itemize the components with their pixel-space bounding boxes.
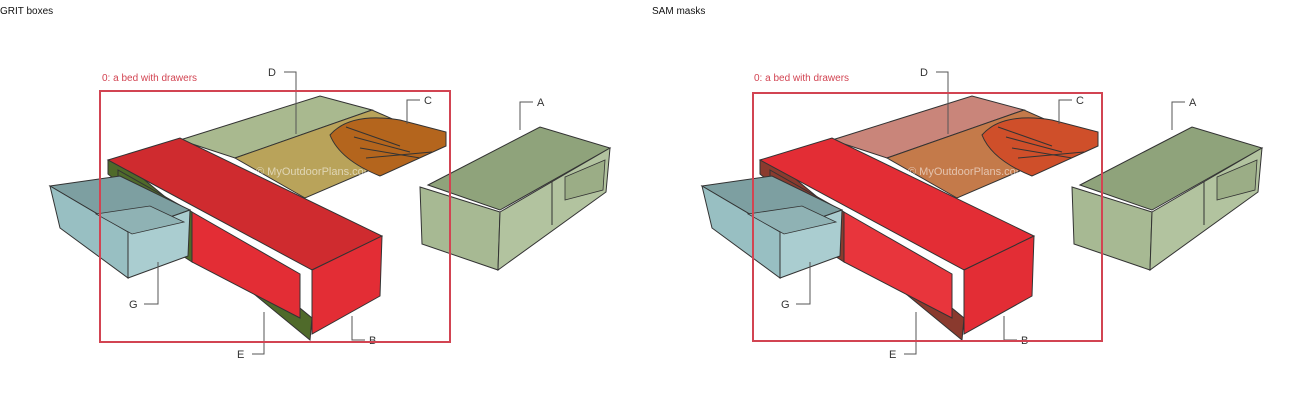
panel-title: GRIT boxes (0, 6, 54, 17)
drawer-g (48, 175, 192, 279)
label-e: E (237, 349, 244, 361)
label-g: G (129, 299, 138, 311)
cabinet-a (1071, 126, 1264, 272)
label-c: C (424, 95, 432, 107)
grit-scene: © MyOutdoorPlans.com (48, 67, 612, 361)
panel-title: SAM masks (652, 6, 706, 17)
watermark: © MyOutdoorPlans.com (256, 166, 373, 178)
label-d: D (920, 67, 928, 79)
label-a: A (1189, 97, 1197, 109)
drawer-g (700, 175, 844, 279)
label-g: G (781, 299, 790, 311)
label-a: A (537, 97, 545, 109)
label-c: C (1076, 95, 1084, 107)
sam-scene: © MyOutdoorPlans.com (700, 67, 1264, 361)
detection-box-label: 0: a bed with drawers (754, 73, 849, 84)
detection-box (752, 92, 1103, 342)
callouts (144, 71, 533, 355)
watermark: © MyOutdoorPlans.com (908, 166, 1025, 178)
detection-box (99, 90, 451, 343)
cabinet-a (419, 126, 612, 272)
label-e: E (889, 349, 896, 361)
detection-box-label: 0: a bed with drawers (102, 73, 197, 84)
label-d: D (268, 67, 276, 79)
slats-c (981, 117, 1099, 177)
slats-c (329, 117, 447, 177)
sam-panel: SAM masks © MyOutdoorPlans.com (652, 0, 1292, 412)
grit-panel: GRIT boxes © MyOutdoorPlans.com (0, 6, 612, 361)
